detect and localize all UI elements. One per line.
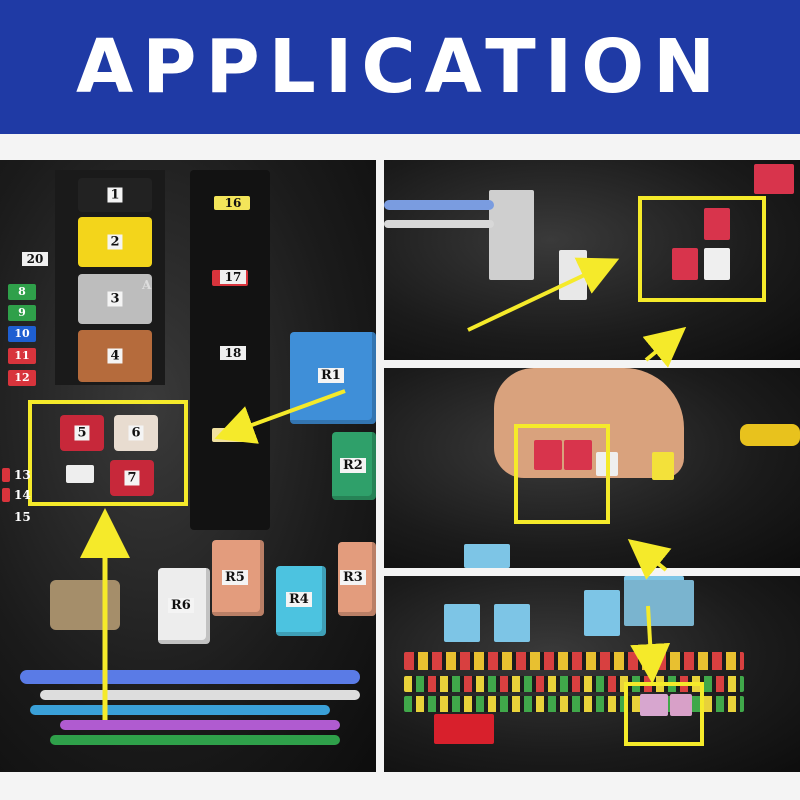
relay-r3: R3 [338,542,376,616]
fuse-1: 1 [78,178,152,212]
separator [0,134,800,160]
fuse-pink-1 [704,208,730,240]
fuse-box-photo-3 [384,368,800,568]
relay-cyan-b [584,590,620,636]
relay-big [624,580,694,626]
relay-r4: R4 [276,566,326,636]
fuse-7: 7 [110,460,154,496]
highlight-box-3 [514,424,610,524]
fuse-box-photo-2 [384,160,800,360]
fuses-top [754,164,794,194]
fuse-label-20: 20 [22,252,48,266]
fuse-pink-3 [534,440,562,470]
fuse-label-14: 14 [14,488,31,502]
arrow-photo2 [467,257,620,332]
fuse-5: 5 [60,415,104,451]
relay-r5: R5 [212,540,264,616]
fuse-8: 8 [8,284,36,300]
fuse-label-17: 17 [220,270,246,284]
fuse-16-chip [214,196,250,210]
fuse-label-16: 16 [224,196,242,210]
title-banner [0,0,800,134]
highlight-box-2 [638,196,766,302]
fuse-4: 4 [78,330,152,382]
fuse-box-photo-4 [384,576,800,772]
relay-r1: R1 [290,332,376,424]
fuse-10: 10 [8,326,36,342]
wire-harness-2b [384,220,494,228]
white-fuse-chip [66,465,94,483]
fuse-label-13: 13 [14,468,31,482]
banner-title: APPLICATION [75,24,725,110]
arrow-photo3 [627,538,672,580]
fuse-6: 6 [114,415,158,451]
fuse-9: 9 [8,305,36,321]
fuse-3: 3 [78,274,152,324]
fuse-12: 12 [8,370,36,386]
relay-cyan-c [444,604,480,642]
terminal-block [50,580,120,630]
wire-green [50,735,340,745]
red-connector [434,714,494,744]
fuse-14-chip [2,488,10,502]
highlight-box-4 [624,682,704,746]
fuse-yellow-3 [652,452,674,480]
wire-harness-2 [384,200,494,210]
fuse-white [704,248,730,280]
fuse-11: 11 [8,348,36,364]
screwdriver [740,424,800,446]
fuse-pink-6 [670,694,692,716]
fuse-13-chip [2,468,10,482]
wire-white [40,690,360,700]
wire-cyan [30,705,330,715]
fuse-3-rating: A [142,278,152,292]
relay-cyan-d [494,604,530,642]
relay-r6: R6 [158,568,210,644]
fuse-2: 2 [78,217,152,267]
relay-cyan-3 [464,544,510,568]
connector [489,190,534,280]
arrow-r1-to-column [214,389,346,444]
relay-r2: R2 [332,432,376,500]
fuse-pink-5 [640,694,668,716]
fuse-box-main-photo: 1 2 3 A 4 20 8 9 10 11 12 16 17 18 5 6 7… [0,160,376,772]
fuse-label-18: 18 [220,346,246,360]
wire-purple [60,720,340,730]
arrow-photo4 [630,605,671,684]
fuse-pink-2 [672,248,698,280]
arrow-photo2-down [642,326,687,368]
highlight-box-main [28,400,188,506]
fuse-pink-4 [564,440,592,470]
fuse-label-15: 15 [14,510,31,524]
